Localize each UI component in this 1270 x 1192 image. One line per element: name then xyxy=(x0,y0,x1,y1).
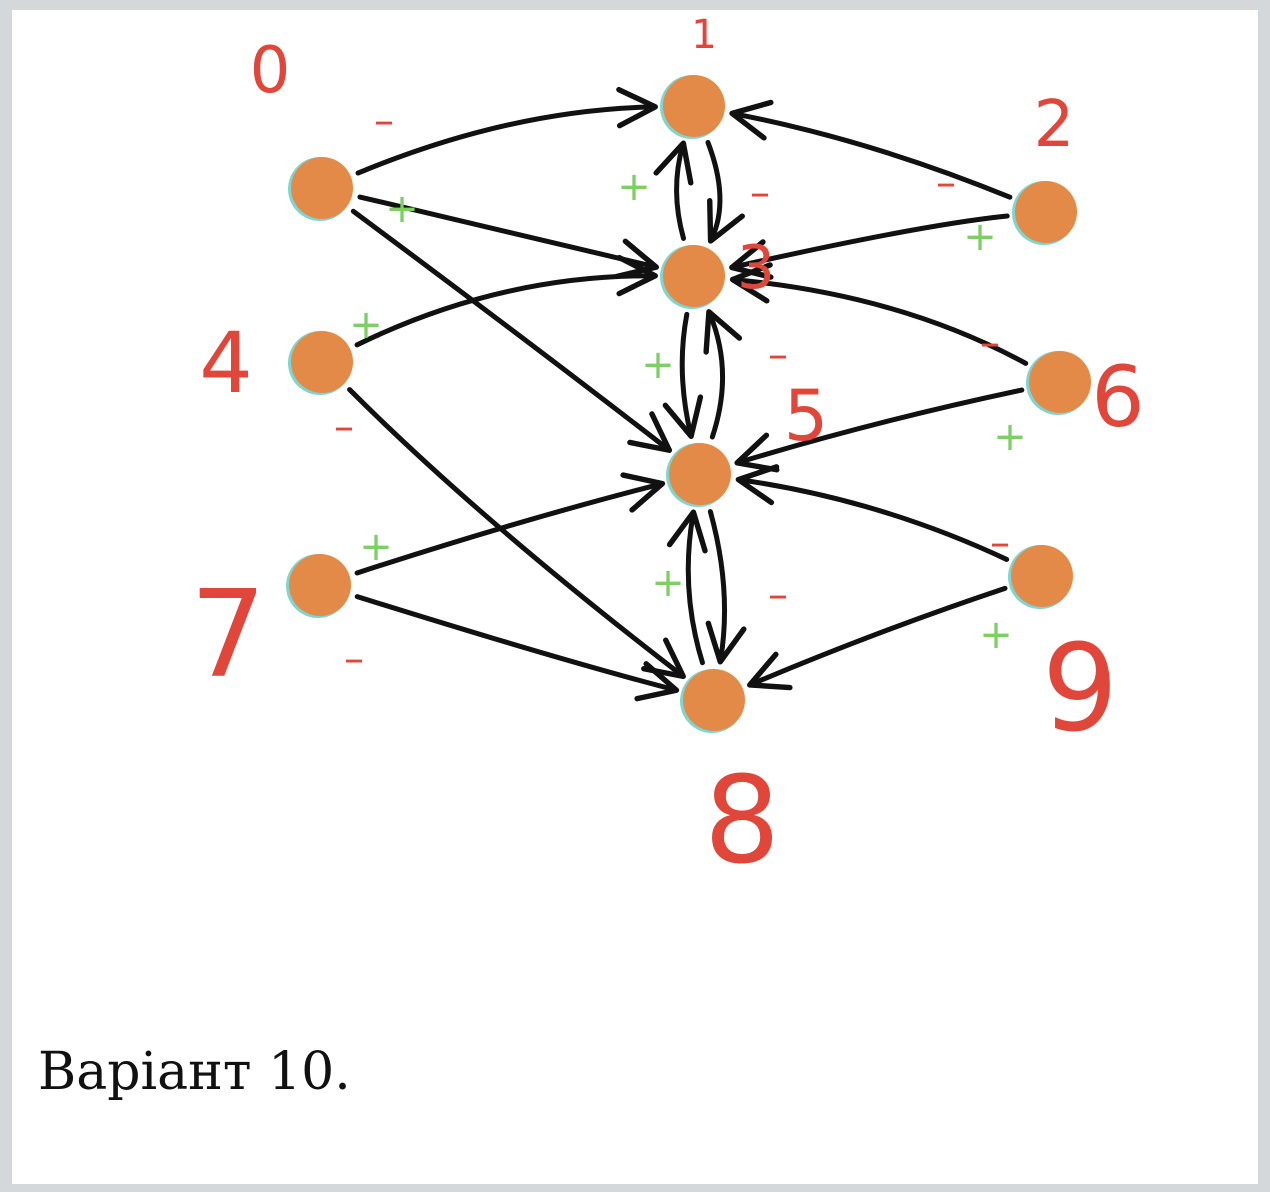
edge-sign-5-to-3: – xyxy=(768,332,788,378)
node-7 xyxy=(286,554,351,618)
edge-8-to-5 xyxy=(666,509,708,666)
node-label-9: 9 xyxy=(1042,620,1118,759)
node-4-circle xyxy=(291,331,353,393)
edge-0-to-1 xyxy=(355,86,658,176)
node-label-7: 7 xyxy=(190,566,266,705)
node-label-5: 5 xyxy=(784,375,829,457)
edge-2-to-1 xyxy=(729,99,1013,200)
edge-sign-2-to-1: – xyxy=(936,160,956,206)
node-0-circle xyxy=(291,157,353,219)
node-4 xyxy=(288,331,353,395)
edge-4-to-3 xyxy=(354,254,658,348)
edge-6-to-3 xyxy=(729,262,1029,366)
node-9 xyxy=(1008,545,1073,609)
node-3 xyxy=(660,245,725,309)
edge-sign-9-to-8: + xyxy=(979,612,1013,658)
edge-sign-4-to-8: – xyxy=(334,404,354,450)
edge-7-to-8 xyxy=(354,594,680,702)
edge-sign-4-to-3: + xyxy=(349,302,383,348)
edge-6-to-5 xyxy=(734,387,1025,473)
node-label-3: 3 xyxy=(737,233,775,303)
edge-5-to-8 xyxy=(705,509,747,665)
edge-sign-1-to-3: – xyxy=(750,170,770,216)
edge-sign-2-to-3: + xyxy=(963,214,997,260)
node-label-6: 6 xyxy=(1091,348,1144,446)
edge-sign-3-to-5: + xyxy=(641,342,675,388)
node-2-circle xyxy=(1015,181,1077,243)
edge-sign-0-to-3: + xyxy=(385,186,419,232)
nodes-layer xyxy=(286,75,1091,733)
edge-4-to-8 xyxy=(347,387,686,680)
node-1 xyxy=(660,75,725,139)
edge-0-to-5 xyxy=(350,208,673,453)
node-6-circle xyxy=(1029,351,1091,413)
edge-9-to-8 xyxy=(747,585,1008,691)
edge-sign-0-to-1: – xyxy=(374,98,394,144)
node-label-0: 0 xyxy=(250,34,291,108)
node-5-circle xyxy=(669,443,731,505)
node-label-1: 1 xyxy=(691,12,716,58)
edge-3-to-1 xyxy=(653,140,694,241)
node-5 xyxy=(666,443,731,507)
node-label-4: 4 xyxy=(199,314,252,412)
edge-5-to-3 xyxy=(703,309,743,440)
node-8-circle xyxy=(683,669,745,731)
edge-2-to-3 xyxy=(729,213,1010,280)
node-9-circle xyxy=(1011,545,1073,607)
edge-9-to-5 xyxy=(735,464,1010,562)
node-7-circle xyxy=(289,554,351,616)
edge-sign-7-to-5: + xyxy=(359,524,393,570)
edge-signs-layer: –++–+––+–+–++–+–+– xyxy=(334,98,1027,682)
edge-sign-5-to-8: – xyxy=(768,572,788,618)
variant-caption: Варіант 10. xyxy=(38,1042,351,1102)
edge-3-to-5 xyxy=(662,311,704,439)
edge-sign-7-to-8: – xyxy=(344,636,364,682)
edge-sign-8-to-5: + xyxy=(651,560,685,606)
edge-sign-3-to-1: + xyxy=(617,164,651,210)
edge-1-to-3 xyxy=(705,139,745,244)
edge-sign-6-to-3: – xyxy=(980,320,1000,366)
node-label-2: 2 xyxy=(1034,88,1075,162)
node-6 xyxy=(1026,351,1091,415)
node-0 xyxy=(288,157,353,221)
node-8 xyxy=(680,669,745,733)
node-labels-layer: 0 1 2 3 4 5 6 7 8 9 xyxy=(190,12,1145,891)
edge-sign-9-to-5: – xyxy=(990,520,1010,566)
node-1-circle xyxy=(663,75,725,137)
edge-sign-6-to-5: + xyxy=(993,414,1027,460)
node-2 xyxy=(1012,181,1077,245)
edges-layer xyxy=(347,86,1029,702)
node-label-8: 8 xyxy=(704,752,780,891)
edge-7-to-5 xyxy=(354,472,666,576)
node-3-circle xyxy=(663,245,725,307)
